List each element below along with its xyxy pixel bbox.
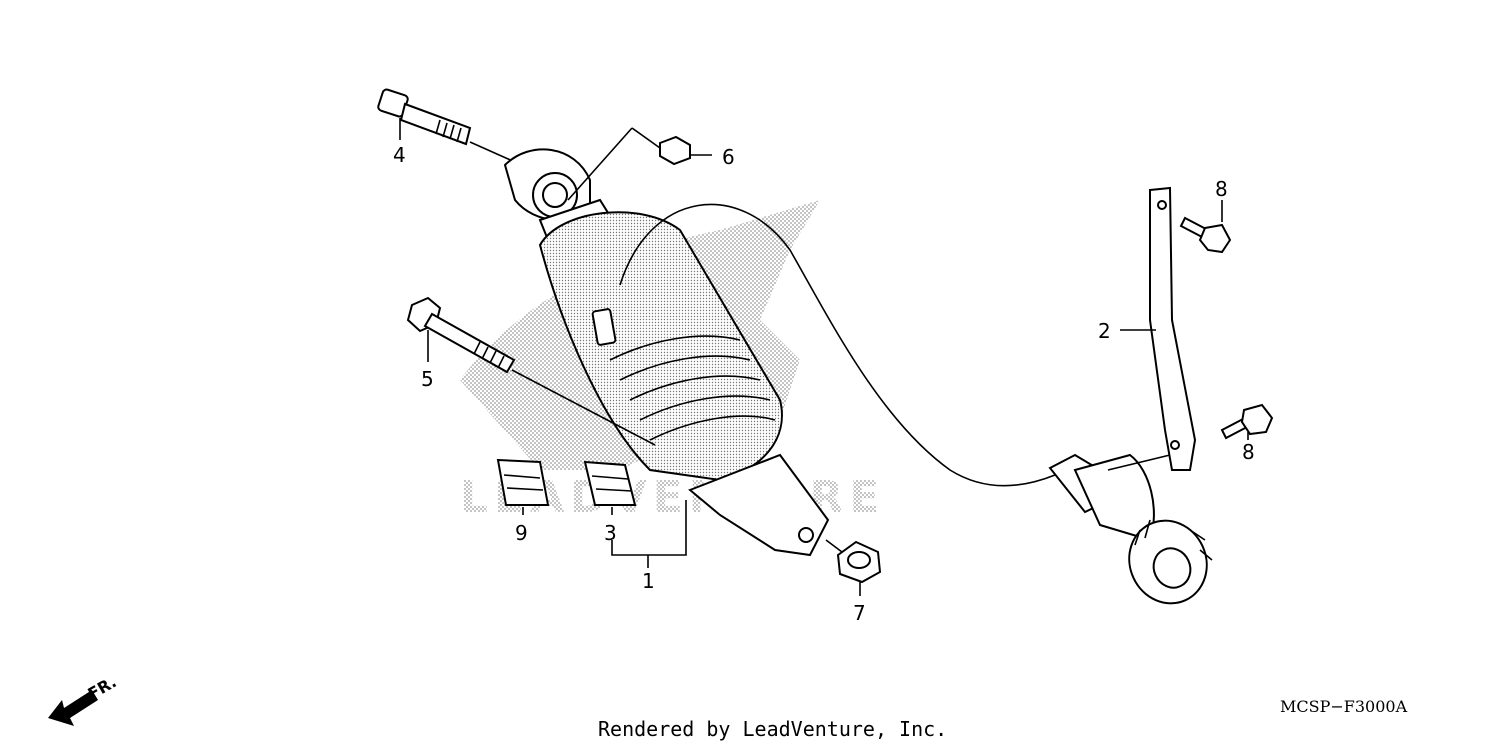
callout-4[interactable]: 4 — [393, 143, 406, 167]
bracket-bolt-lower — [1220, 403, 1274, 440]
callout-8-upper[interactable]: 8 — [1215, 177, 1228, 201]
sticker-label-9 — [496, 458, 550, 506]
callout-5[interactable]: 5 — [421, 367, 434, 391]
front-direction-marker: FR. — [48, 672, 120, 726]
leader-lines — [399, 118, 1249, 596]
front-arrow-icon — [48, 690, 98, 726]
callout-6[interactable]: 6 — [722, 145, 735, 169]
adjuster-hose — [619, 203, 1056, 487]
callout-9[interactable]: 9 — [515, 521, 528, 545]
reservoir-bracket — [1149, 186, 1197, 471]
callout-8-lower[interactable]: 8 — [1242, 440, 1255, 464]
callout-3[interactable]: 3 — [604, 521, 617, 545]
upper-nut — [659, 135, 691, 166]
preload-adjuster-knob — [1048, 453, 1213, 605]
credit-line: Rendered by LeadVenture, Inc. — [598, 717, 947, 741]
callout-7[interactable]: 7 — [853, 601, 866, 625]
diagram-code: MCSP−F3000A — [1280, 697, 1408, 716]
callout-1[interactable]: 1 — [642, 569, 655, 593]
upper-mount-bolt — [377, 88, 472, 146]
sticker-label-3 — [583, 460, 637, 506]
lower-nut — [836, 540, 882, 584]
callout-2[interactable]: 2 — [1098, 319, 1111, 343]
rear-shock-absorber — [503, 148, 830, 557]
lower-mount-bolt — [406, 296, 516, 374]
bracket-bolt-upper — [1179, 216, 1232, 254]
